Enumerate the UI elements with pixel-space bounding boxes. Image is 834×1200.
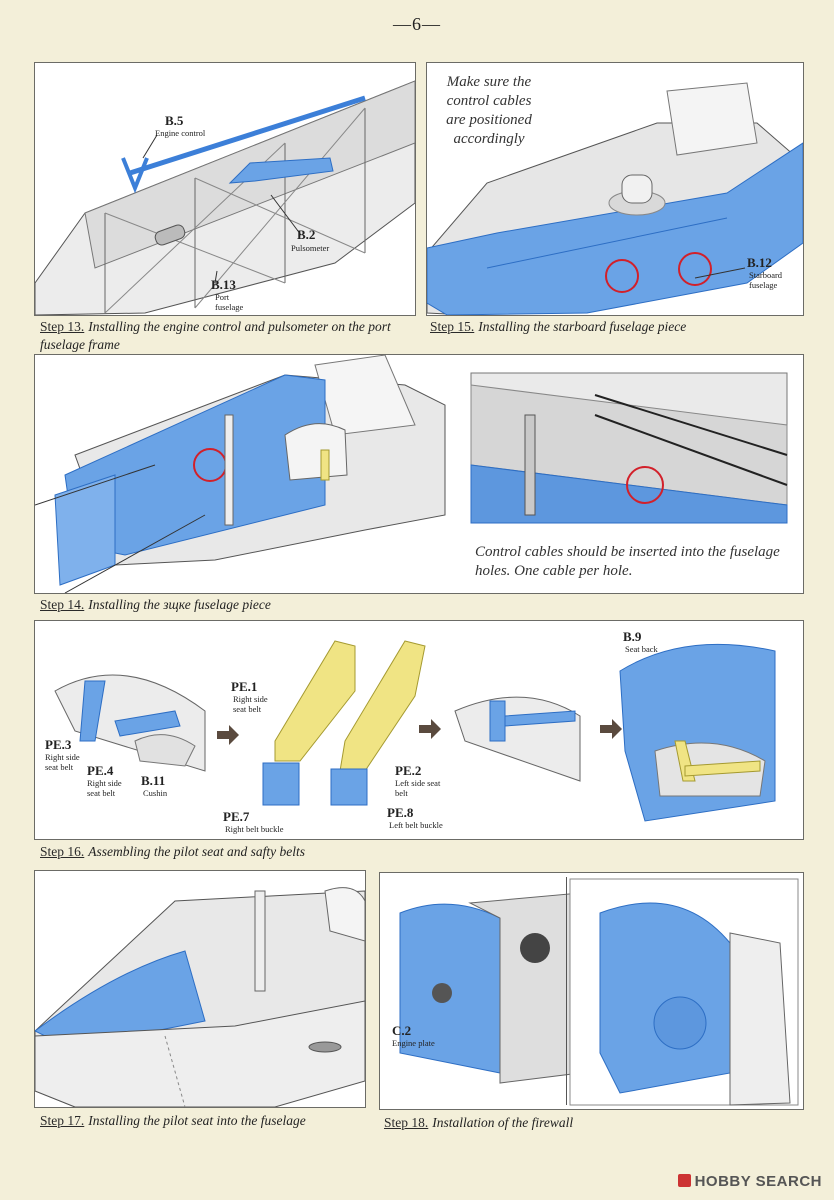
b5-name: Engine control <box>155 128 206 138</box>
step16-illustration: PE.3 Right side seat belt PE.4 Right sid… <box>34 620 804 840</box>
c2-code: C.2 <box>392 1023 412 1038</box>
watermark-text: HOBBY SEARCH <box>694 1173 822 1190</box>
step13-number: Step 13. <box>40 319 85 334</box>
b13-code: B.13 <box>211 277 236 292</box>
step16-caption: Step 16.Assembling the pilot seat and sa… <box>40 843 460 861</box>
step18-caption: Step 18.Installation of the firewall <box>384 1114 794 1132</box>
pe2-code: PE.2 <box>395 763 422 778</box>
b12-name: Starboard fuselage <box>749 270 783 290</box>
step14-caption: Step 14.Installing the зщке fuselage pie… <box>40 596 440 614</box>
step17-caption: Step 17.Installing the pilot seat into t… <box>40 1112 370 1130</box>
port-fuselage-drawing <box>35 80 415 315</box>
step14-drawing <box>35 355 788 593</box>
step14-text: Installing the зщке fuselage piece <box>88 597 271 612</box>
step13-caption: Step 13.Installing the engine control an… <box>40 318 400 354</box>
pe4-name: Right side seat belt <box>87 778 122 798</box>
pe2-name: Left side seat belt <box>395 778 441 798</box>
step18-text: Installation of the firewall <box>432 1115 574 1130</box>
holes-note: Control cables should be inserted into t… <box>475 544 780 579</box>
step17-text: Installing the pilot seat into the fusel… <box>88 1113 306 1128</box>
step13-illustration: B.5 Engine control B.2 Pulsometer B.13 P… <box>34 62 416 316</box>
step18-number: Step 18. <box>384 1115 429 1130</box>
step18-drawing <box>399 877 799 1106</box>
pe1-name: Right side seat belt <box>233 694 268 714</box>
step17-illustration <box>34 870 366 1108</box>
b11-name: Cushin <box>143 788 168 798</box>
b9-name: Seat back <box>625 644 658 654</box>
step14-number: Step 14. <box>40 597 85 612</box>
b9-code: B.9 <box>623 629 642 644</box>
step16-number: Step 16. <box>40 844 85 859</box>
b12-code: B.12 <box>747 255 772 270</box>
step16-drawing <box>54 640 776 822</box>
pe7-code: PE.7 <box>223 809 250 824</box>
page-number: —6— <box>393 14 441 34</box>
step13-text: Installing the engine control and pulsom… <box>40 319 391 352</box>
hobby-search-watermark: HOBBY SEARCH <box>677 1173 822 1190</box>
step16-text: Assembling the pilot seat and safty belt… <box>88 844 305 859</box>
pe3-name: Right side seat belt <box>45 752 80 772</box>
b11-code: B.11 <box>141 773 166 788</box>
step15-number: Step 15. <box>430 319 475 334</box>
step17-drawing <box>35 887 365 1107</box>
b5-code: B.5 <box>165 113 184 128</box>
b2-name: Pulsometer <box>291 243 330 253</box>
pe8-name: Left belt buckle <box>389 820 443 830</box>
step15-illustration: Make sure the control cables are positio… <box>426 62 804 316</box>
b13-name: Port fuselage <box>215 292 244 312</box>
pe4-code: PE.4 <box>87 763 114 778</box>
step14-illustration: Control cables should be inserted into t… <box>34 354 804 594</box>
pe7-name: Right belt buckle <box>225 824 284 834</box>
b2-code: B.2 <box>297 227 316 242</box>
pe3-code: PE.3 <box>45 737 72 752</box>
pe8-code: PE.8 <box>387 805 414 820</box>
cables-note: Make sure the control cables are positio… <box>446 74 532 147</box>
pe1-code: PE.1 <box>231 679 258 694</box>
step18-illustration: C.2 Engine plate <box>379 872 804 1110</box>
hobby-search-logo-icon <box>677 1174 691 1187</box>
c2-name: Engine plate <box>392 1038 435 1048</box>
step15-caption: Step 15.Installing the starboard fuselag… <box>430 318 790 336</box>
step17-number: Step 17. <box>40 1113 85 1128</box>
starboard-fuselage-drawing <box>427 82 803 315</box>
step15-text: Installing the starboard fuselage piece <box>478 319 687 334</box>
